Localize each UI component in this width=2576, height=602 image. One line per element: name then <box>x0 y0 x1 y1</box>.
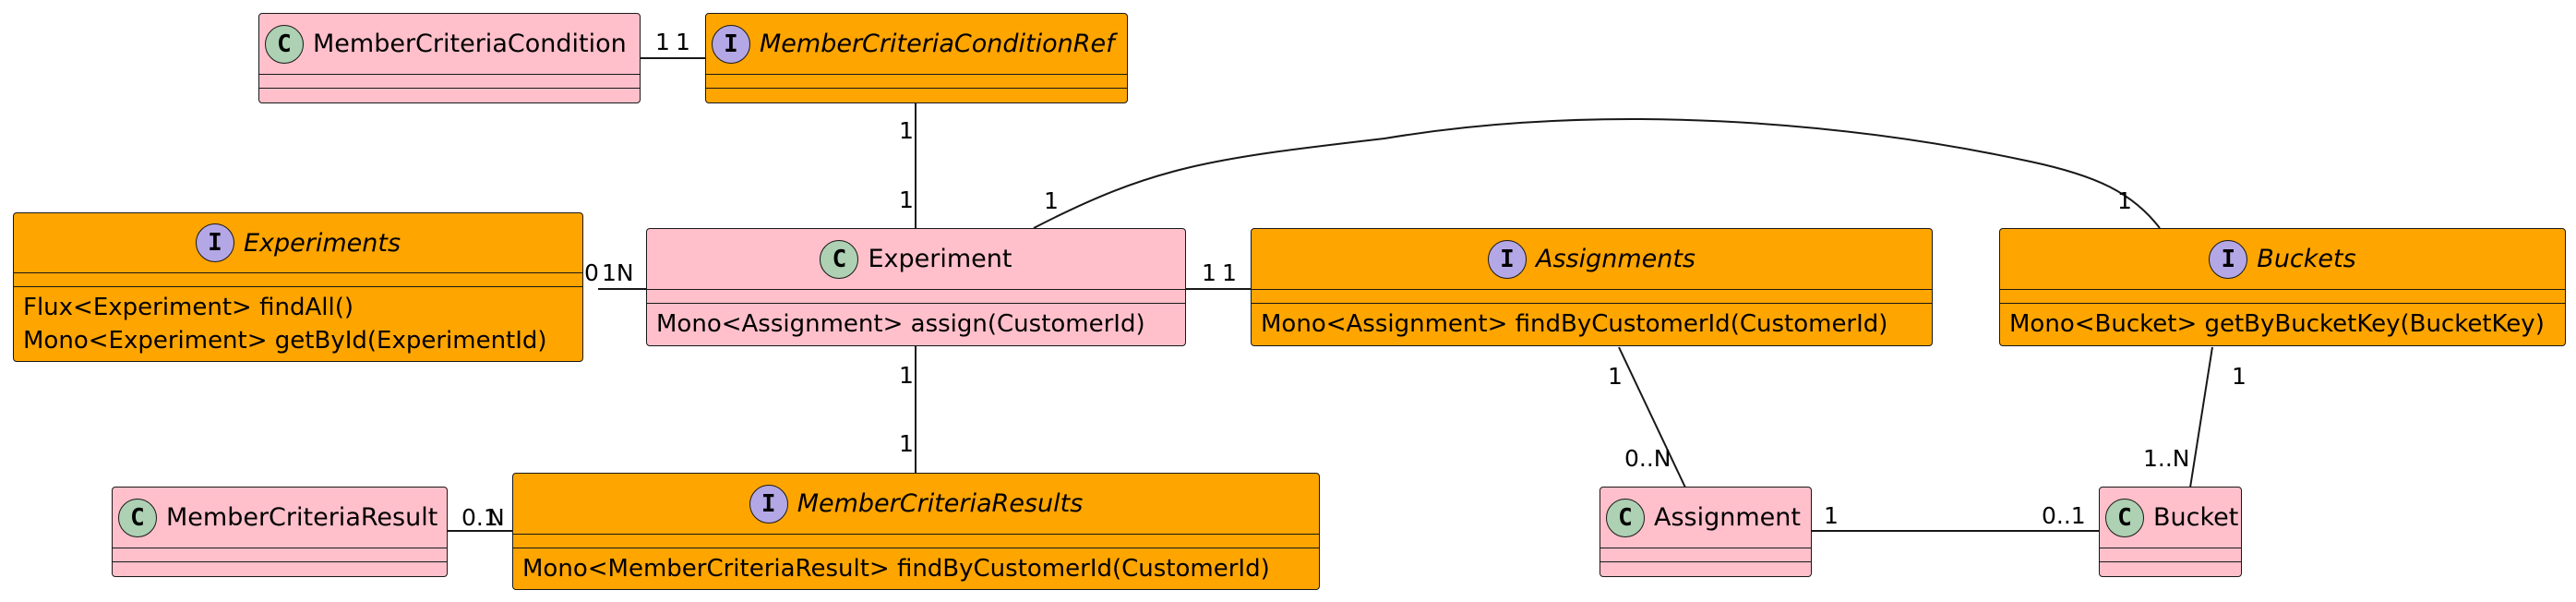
relation-assignments-assignment <box>1618 346 1686 488</box>
interface-stereotype-icon: I <box>712 24 750 64</box>
method: Mono<Experiment> getById(ExperimentId) <box>23 327 547 355</box>
interface-stereotype-icon: I <box>749 484 788 524</box>
multiplicity-label: 1 <box>1824 502 1839 529</box>
relation-buckets-bucket <box>2189 346 2213 488</box>
node-member-criteria-result[interactable]: C MemberCriteriaResult <box>112 487 448 577</box>
multiplicity-label: 1 <box>899 430 914 457</box>
class-stereotype-icon: C <box>820 239 859 279</box>
class-stereotype-icon: C <box>118 498 157 537</box>
multiplicity-label: 0..1 <box>2042 502 2086 529</box>
node-name: Experiments <box>243 228 401 258</box>
node-name: Bucket <box>2153 503 2239 532</box>
relation-experiment-buckets <box>1033 117 2161 229</box>
node-member-criteria-condition[interactable]: C MemberCriteriaCondition <box>258 13 641 103</box>
node-name: Experiment <box>868 245 1012 273</box>
node-name: MemberCriteriaResult <box>166 503 438 532</box>
method-list: Mono<MemberCriteriaResult> findByCustome… <box>513 548 1319 589</box>
method-list: Mono<Assignment> assign(CustomerId) <box>647 304 1185 345</box>
method: Flux<Experiment> findAll() <box>23 294 353 321</box>
class-stereotype-icon: C <box>2105 498 2144 537</box>
multiplicity-label: 1N <box>602 259 634 286</box>
node-experiment[interactable]: C Experiment Mono<Assignment> assign(Cus… <box>646 228 1186 346</box>
node-bucket[interactable]: C Bucket <box>2099 487 2242 577</box>
multiplicity-label: 0.1 <box>461 504 498 531</box>
multiplicity-label: 1 <box>655 29 670 55</box>
method-list: Flux<Experiment> findAll() Mono<Experime… <box>14 287 582 361</box>
method: Mono<Assignment> findByCustomerId(Custom… <box>1261 310 1888 338</box>
method: Mono<MemberCriteriaResult> findByCustome… <box>522 555 1270 583</box>
multiplicity-label: 0..N <box>1624 445 1671 472</box>
interface-stereotype-icon: I <box>1487 239 1527 279</box>
interface-stereotype-icon: I <box>195 223 234 263</box>
multiplicity-label: 1 <box>1222 259 1237 286</box>
method-list: Mono<Assignment> findByCustomerId(Custom… <box>1252 304 1932 345</box>
class-stereotype-icon: C <box>265 24 304 64</box>
method: Mono<Bucket> getByBucketKey(BucketKey) <box>2009 310 2545 338</box>
multiplicity-label: 1 <box>1044 187 1059 214</box>
node-name: Buckets <box>2257 245 2356 273</box>
multiplicity-label: 1 <box>1608 363 1623 390</box>
multiplicity-label: 1 <box>676 29 690 55</box>
node-buckets[interactable]: I Buckets Mono<Bucket> getByBucketKey(Bu… <box>1999 228 2566 346</box>
node-member-criteria-results[interactable]: I MemberCriteriaResults Mono<MemberCrite… <box>512 473 1320 590</box>
node-name: MemberCriteriaCondition <box>313 30 627 58</box>
node-member-criteria-condition-ref[interactable]: I MemberCriteriaConditionRef <box>705 13 1128 103</box>
class-stereotype-icon: C <box>1606 498 1645 537</box>
method: Mono<Assignment> assign(CustomerId) <box>656 310 1145 338</box>
multiplicity-label: 1 <box>1202 259 1216 286</box>
node-assignments[interactable]: I Assignments Mono<Assignment> findByCus… <box>1251 228 1933 346</box>
multiplicity-label: 1 <box>899 117 914 144</box>
multiplicity-label: 0 <box>584 259 599 286</box>
multiplicity-label: 1 <box>2117 187 2132 214</box>
multiplicity-label: 1 <box>899 187 914 213</box>
node-assignment[interactable]: C Assignment <box>1600 487 1812 577</box>
node-name: Assignments <box>1535 245 1696 273</box>
multiplicity-label: N <box>487 504 505 531</box>
node-experiments[interactable]: I Experiments Flux<Experiment> findAll()… <box>13 212 583 362</box>
method-list: Mono<Bucket> getByBucketKey(BucketKey) <box>2000 304 2565 345</box>
multiplicity-label: 1 <box>2232 363 2247 390</box>
multiplicity-label: 1 <box>899 362 914 389</box>
node-name: Assignment <box>1654 503 1801 532</box>
interface-stereotype-icon: I <box>2209 239 2248 279</box>
node-name: MemberCriteriaConditionRef <box>760 30 1115 58</box>
node-name: MemberCriteriaResults <box>797 489 1084 518</box>
multiplicity-label: 1..N <box>2143 445 2190 472</box>
